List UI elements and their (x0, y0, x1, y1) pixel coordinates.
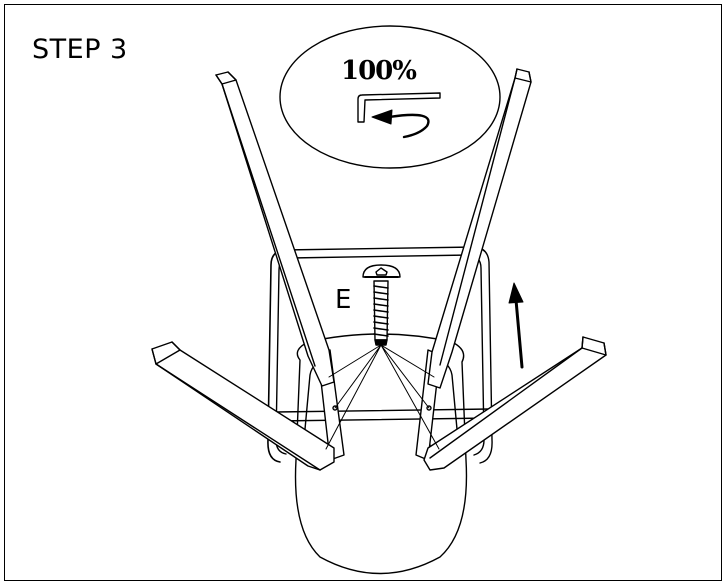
front-leg-right (424, 337, 606, 470)
bolt-e (363, 265, 400, 345)
torque-percentage-label: 100% (341, 56, 417, 86)
part-label: E (335, 285, 352, 315)
front-leg-left (152, 342, 334, 470)
hex-key-icon (358, 93, 440, 122)
back-leg-right (428, 69, 531, 388)
up-arrow-icon (509, 283, 523, 367)
step-title: STEP 3 (32, 34, 128, 65)
back-leg-left (216, 72, 334, 386)
bolt-guide-lines (326, 345, 439, 449)
counterclockwise-arrow-icon (372, 110, 428, 137)
